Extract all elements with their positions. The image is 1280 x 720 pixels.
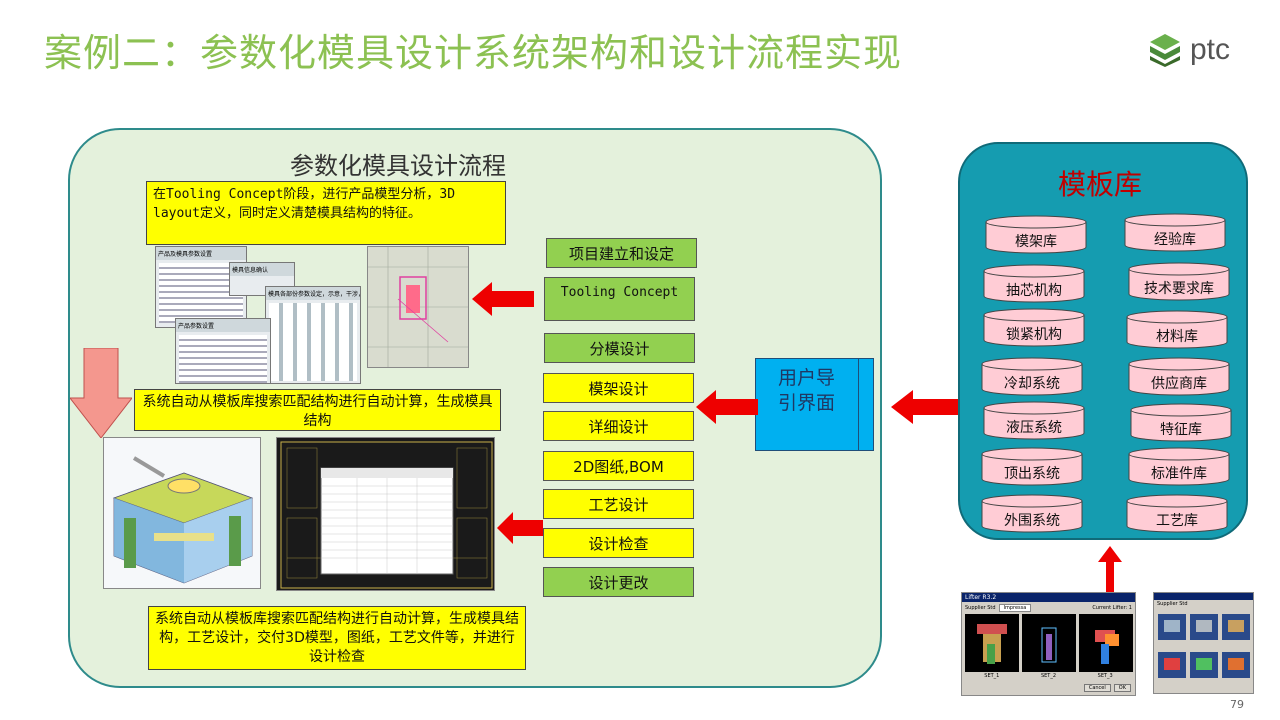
drawing-bom-screenshot (276, 437, 495, 591)
library-item[interactable]: 特征库 (1130, 403, 1232, 442)
library-item[interactable]: 液压系统 (983, 401, 1085, 440)
library-item[interactable]: 外围系统 (981, 494, 1083, 533)
step-project-setup[interactable]: 项目建立和设定 (546, 238, 697, 268)
library-item-label: 经验库 (1154, 232, 1196, 248)
step-process-design[interactable]: 工艺设计 (543, 489, 694, 519)
lifter-ok-button[interactable]: OK (1113, 684, 1131, 692)
library-item-label: 材料库 (1156, 329, 1198, 345)
step-2d-drawing-bom[interactable]: 2D图纸,BOM (543, 451, 694, 481)
step-tooling-concept[interactable]: Tooling Concept (544, 277, 695, 321)
page-title: 案例二：参数化模具设计系统架构和设计流程实现 (44, 31, 903, 75)
lifter-dialog-title: Lifter R3.2 (962, 593, 1135, 602)
library-item-label: 冷却系统 (1004, 376, 1060, 392)
library-item-label: 抽芯机构 (1006, 283, 1062, 299)
tooling-concept-note: 在Tooling Concept阶段，进行产品模型分析，3D layout定义，… (146, 181, 506, 245)
arrow-to-concept (472, 282, 534, 316)
form-title-2: 模具信息确认 (230, 263, 294, 276)
supplier-select[interactable]: Impressa (998, 604, 1032, 612)
library-item-label: 锁紧机构 (1006, 327, 1062, 343)
form-window-4: 产品参数设置 (175, 318, 271, 384)
lifter-set-1-label: SET_1 (984, 673, 1000, 679)
library-item[interactable]: 标准件库 (1128, 447, 1230, 486)
library-item[interactable]: 锁紧机构 (983, 308, 1085, 347)
user-guide-interface-label: 用户导 引界面 (778, 366, 835, 416)
ptc-logo: ptc (1148, 30, 1230, 70)
lifter-set-2-label: SET_2 (1040, 673, 1057, 679)
library-item-label: 工艺库 (1156, 513, 1198, 529)
library-item[interactable]: 顶出系统 (981, 447, 1083, 486)
supplier-dialog-screenshot: Supplier Std (1153, 592, 1254, 694)
arrow-to-steps (696, 390, 758, 424)
library-item[interactable]: 抽芯机构 (983, 264, 1085, 303)
lifter-set-3[interactable] (1079, 614, 1133, 672)
library-item-label: 顶出系统 (1004, 466, 1060, 482)
arrow-to-drawing (497, 512, 543, 544)
supplier-dialog-title: Supplier Std (1157, 601, 1188, 607)
full-automation-note: 系统自动从模板库搜索匹配结构进行自动计算，生成模具结构，工艺设计，交付3D模型，… (148, 606, 526, 670)
step-detailed-design[interactable]: 详细设计 (543, 411, 694, 441)
down-arrow (70, 348, 132, 438)
library-item[interactable]: 冷却系统 (981, 357, 1083, 396)
step-parting-design[interactable]: 分模设计 (544, 333, 695, 363)
parameter-forms-screenshot: 产品及模具参数设置 模具信息确认 模具各部份参数设定，示意，干涉，尺寸等 产品参… (155, 246, 361, 386)
page-number: 79 (1230, 698, 1244, 711)
auto-generate-note: 系统自动从模板库搜索匹配结构进行自动计算，生成模具结构 (134, 389, 501, 431)
lifter-set-1[interactable] (965, 614, 1019, 672)
ui-label-line1: 用户导 (778, 367, 836, 389)
step-mold-base-design[interactable]: 模架设计 (543, 373, 694, 403)
library-item[interactable]: 供应商库 (1128, 357, 1230, 396)
arrow-up-to-library (1098, 546, 1122, 594)
library-item-label: 供应商库 (1151, 376, 1207, 392)
step-design-change[interactable]: 设计更改 (543, 567, 694, 597)
lifter-set-3-label: SET_3 (1097, 673, 1113, 679)
product-layout-screenshot (367, 246, 469, 368)
library-item[interactable]: 技术要求库 (1128, 262, 1230, 301)
current-lifter-label: Current Lifter: 1 (1092, 605, 1132, 611)
library-item[interactable]: 材料库 (1126, 310, 1228, 349)
library-item[interactable]: 模架库 (985, 215, 1087, 254)
lifter-cancel-button[interactable]: Cancel (1083, 684, 1111, 692)
library-item-label: 液压系统 (1006, 420, 1062, 436)
template-library-title: 模板库 (1058, 168, 1143, 201)
library-item[interactable]: 经验库 (1124, 213, 1226, 252)
supplier-label: Supplier Std (965, 605, 996, 611)
library-item-label: 外围系统 (1004, 513, 1060, 529)
arrow-to-interface (891, 390, 959, 424)
form-title-1: 产品及模具参数设置 (156, 247, 246, 260)
ptc-logo-icon (1150, 34, 1180, 67)
library-item-label: 标准件库 (1151, 466, 1207, 482)
mold-3d-screenshot (103, 437, 261, 589)
form-title-4: 产品参数设置 (176, 319, 270, 332)
form-window-3: 模具各部份参数设定，示意，干涉，尺寸等 (265, 286, 361, 384)
library-item-label: 技术要求库 (1144, 281, 1214, 297)
library-item-label: 模架库 (1015, 234, 1057, 250)
form-window-2: 模具信息确认 (229, 262, 295, 296)
lifter-set-2[interactable] (1022, 614, 1076, 672)
ptc-logo-text: ptc (1190, 33, 1231, 66)
lifter-dialog-screenshot: Lifter R3.2 Supplier Std Impressa Curren… (961, 592, 1136, 696)
ui-label-line2: 引界面 (778, 392, 836, 414)
flow-title: 参数化模具设计流程 (290, 152, 506, 180)
library-item[interactable]: 工艺库 (1126, 494, 1228, 533)
library-item-label: 特征库 (1160, 422, 1202, 438)
form-title-3: 模具各部份参数设定，示意，干涉，尺寸等 (266, 287, 360, 300)
step-design-check[interactable]: 设计检查 (543, 528, 694, 558)
